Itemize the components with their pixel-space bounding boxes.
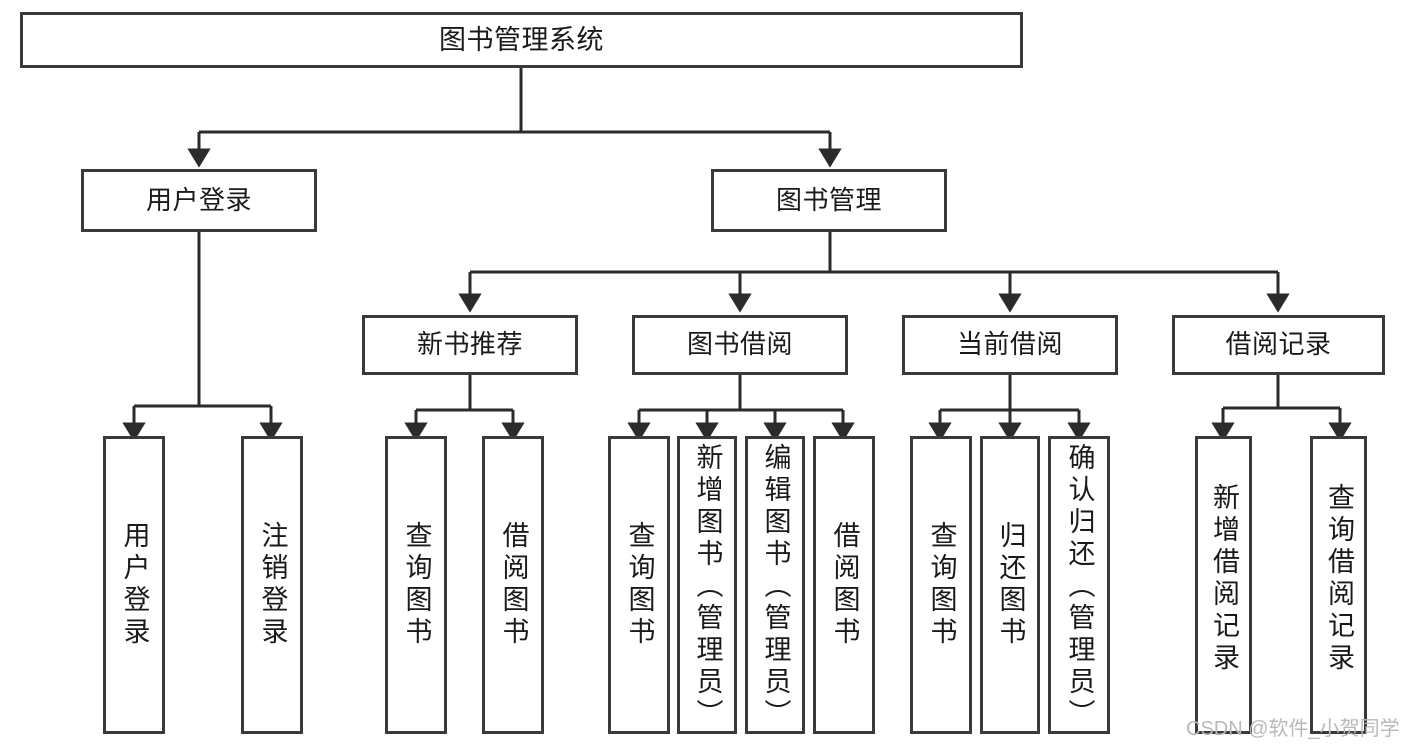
node-label: 查询图书	[401, 521, 432, 649]
node-label: 新书推荐	[416, 329, 523, 360]
node-label: 注销登录	[257, 521, 288, 649]
node-label: 当前借阅	[956, 329, 1063, 360]
node-label: 借阅图书	[829, 521, 860, 649]
node-leaf-logout[interactable]: 注销登录	[241, 436, 303, 734]
node-borrow-record[interactable]: 借阅记录	[1172, 315, 1385, 375]
node-leaf-borrow-book-1[interactable]: 借阅图书	[482, 436, 544, 734]
node-label: 图书管理	[775, 184, 882, 215]
node-leaf-query-book-1[interactable]: 查询图书	[385, 436, 447, 734]
node-book-borrow[interactable]: 图书借阅	[632, 315, 848, 375]
node-leaf-user-login[interactable]: 用户登录	[103, 436, 165, 734]
node-user-login[interactable]: 用户登录	[81, 169, 317, 232]
node-leaf-add-record[interactable]: 新增借阅记录	[1195, 436, 1252, 734]
node-current-borrow[interactable]: 当前借阅	[902, 315, 1118, 375]
node-leaf-query-book-2[interactable]: 查询图书	[608, 436, 670, 734]
node-label: 归还图书	[995, 521, 1026, 649]
node-label: 图书借阅	[686, 329, 793, 360]
node-label: 用户登录	[119, 521, 150, 649]
node-label: 图书管理系统	[439, 24, 604, 55]
node-label: 查询借阅记录	[1324, 483, 1354, 675]
node-book-manage[interactable]: 图书管理	[711, 169, 947, 232]
node-label: 新增图书（管理员）	[692, 443, 723, 731]
node-label: 查询图书	[624, 521, 655, 649]
csdn-watermark: CSDN @软件_小贺同学	[1186, 718, 1400, 740]
node-label: 借阅记录	[1225, 329, 1332, 360]
node-label: 确认归还（管理员）	[1064, 443, 1095, 731]
node-leaf-confirm-return[interactable]: 确认归还（管理员）	[1048, 436, 1110, 734]
node-leaf-query-record[interactable]: 查询借阅记录	[1310, 436, 1367, 734]
node-label: 用户登录	[145, 184, 252, 215]
node-leaf-add-book[interactable]: 新增图书（管理员）	[677, 436, 737, 734]
node-label: 查询图书	[926, 521, 957, 649]
node-label: 新增借阅记录	[1209, 483, 1239, 675]
node-label: 编辑图书（管理员）	[760, 443, 791, 731]
node-leaf-edit-book[interactable]: 编辑图书（管理员）	[745, 436, 805, 734]
node-leaf-query-book-3[interactable]: 查询图书	[910, 436, 972, 734]
node-label: 借阅图书	[498, 521, 529, 649]
node-leaf-borrow-book-2[interactable]: 借阅图书	[813, 436, 875, 734]
node-new-book-recommend[interactable]: 新书推荐	[362, 315, 578, 375]
node-root-system[interactable]: 图书管理系统	[20, 12, 1023, 68]
node-leaf-return-book[interactable]: 归还图书	[980, 436, 1040, 734]
